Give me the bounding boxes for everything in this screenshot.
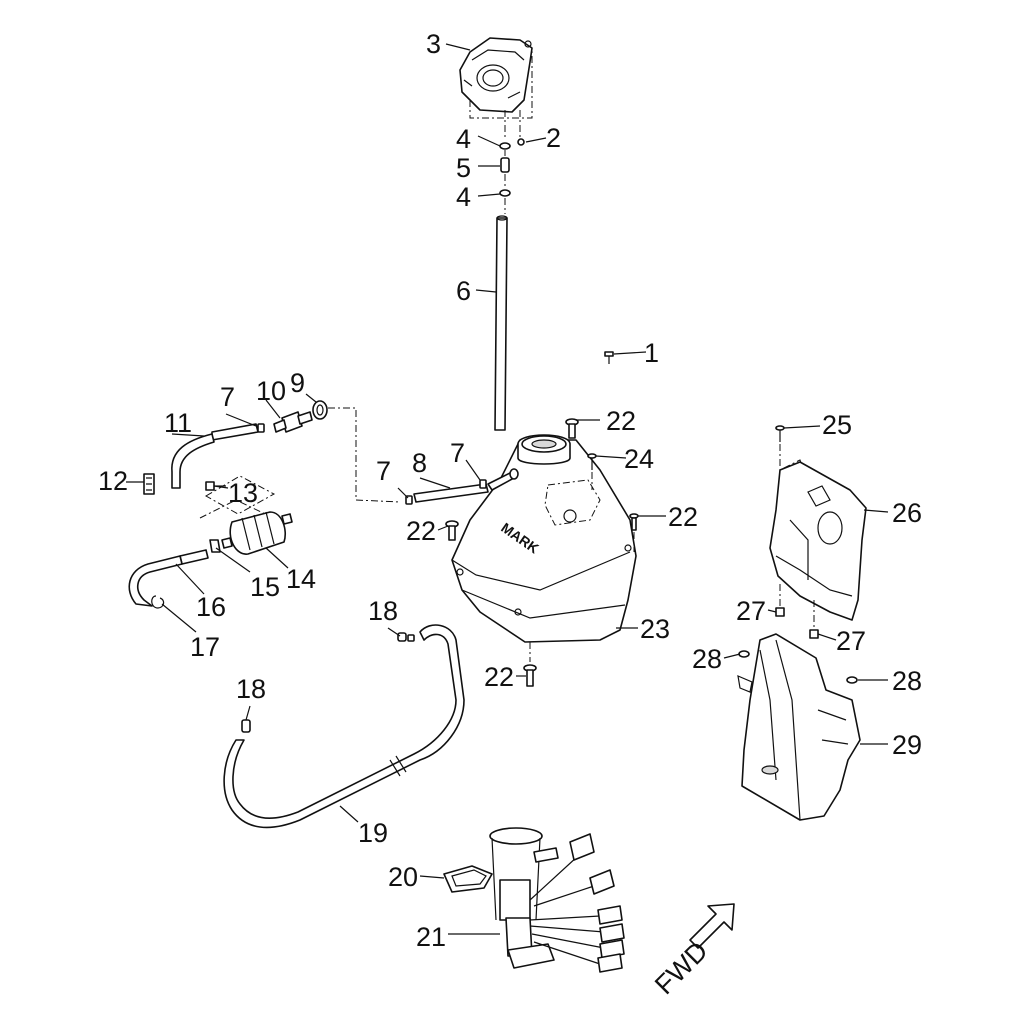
- part-19-hose: [223, 624, 465, 829]
- callout-27: 27: [736, 596, 766, 626]
- callout-13: 13: [228, 478, 258, 508]
- part-29-cover-panel: [737, 633, 861, 821]
- callout-5: 5: [456, 153, 471, 183]
- callout-24: 24: [624, 444, 654, 474]
- callout-7: 7: [376, 456, 391, 486]
- part-6-filler-tube: [494, 215, 508, 431]
- part-26-bracket: [769, 461, 867, 621]
- callout-25: 25: [822, 410, 852, 440]
- callout-20: 20: [388, 862, 418, 892]
- part-16-hose: [128, 549, 209, 607]
- callout-9: 9: [290, 368, 305, 398]
- callout-12: 12: [98, 466, 128, 496]
- part-23-fuel-tank: MARK: [451, 434, 637, 643]
- part-22-bolt-left: [445, 520, 459, 541]
- callout-22: 22: [406, 516, 436, 546]
- part-5-spacer: [500, 157, 510, 173]
- part-10-valve: [273, 411, 313, 433]
- callout-6: 6: [456, 276, 471, 306]
- part-28-nut-right: [846, 676, 858, 684]
- callout-3: 3: [426, 29, 441, 59]
- part-9-clamp: [312, 400, 328, 420]
- part-22-bolt-right: [629, 513, 639, 531]
- callout-28: 28: [692, 644, 722, 674]
- leader-lines: [126, 43, 889, 935]
- part-11-hose: [171, 423, 259, 489]
- callout-4: 4: [456, 182, 471, 212]
- part-4-washer-upper: [499, 142, 511, 150]
- callout-4: 4: [456, 124, 471, 154]
- callout-18: 18: [236, 674, 266, 704]
- callout-7: 7: [450, 438, 465, 468]
- part-2-screw: [517, 138, 525, 146]
- part-1-screw: [604, 351, 614, 364]
- callout-19: 19: [358, 818, 388, 848]
- part-7-clip-mid-right: [479, 479, 487, 489]
- part-12-clip: [143, 473, 155, 495]
- fwd-arrow: [689, 903, 735, 949]
- part-7-clip-upper: [257, 423, 265, 433]
- part-18-clamp-lower: [241, 719, 251, 733]
- part-4-washer-lower: [499, 189, 511, 197]
- callout-8: 8: [412, 448, 427, 478]
- callout-18: 18: [368, 596, 398, 626]
- callout-2: 2: [546, 123, 561, 153]
- part-14-fuel-filter: [221, 511, 293, 555]
- part-18-clamp-upper: [397, 632, 415, 642]
- part-21-fuel-pump: [489, 827, 625, 973]
- callout-17: 17: [190, 632, 220, 662]
- callout-21: 21: [416, 922, 446, 952]
- part-27-nut-right: [809, 629, 819, 639]
- callout-27: 27: [836, 626, 866, 656]
- callout-15: 15: [250, 572, 280, 602]
- part-25-screw: [775, 425, 785, 442]
- callout-11: 11: [164, 408, 192, 438]
- callout-29: 29: [892, 730, 922, 760]
- part-8-hose: [413, 483, 489, 503]
- callouts: 1 2 3 4 4 5 6 7 7 7 8 9 10 11 12 13 14 1…: [98, 29, 922, 952]
- callout-16: 16: [196, 592, 226, 622]
- callout-7: 7: [220, 382, 235, 412]
- part-27-nut-left: [775, 607, 785, 617]
- callout-14: 14: [286, 564, 316, 594]
- callout-22: 22: [484, 662, 514, 692]
- callout-28: 28: [892, 666, 922, 696]
- callout-10: 10: [256, 376, 286, 406]
- callout-23: 23: [640, 614, 670, 644]
- callout-22: 22: [668, 502, 698, 532]
- callout-22: 22: [606, 406, 636, 436]
- part-17-clip: [151, 595, 165, 609]
- part-22-bolt-bottom: [523, 664, 537, 687]
- callout-26: 26: [892, 498, 922, 528]
- part-22-bolt-top: [565, 418, 579, 439]
- part-20-gasket: [443, 865, 493, 893]
- callout-1: 1: [644, 338, 659, 368]
- part-28-nut-left: [738, 650, 750, 658]
- part-3-filler-housing: [459, 37, 533, 113]
- fwd-label: FWD: [649, 936, 714, 1001]
